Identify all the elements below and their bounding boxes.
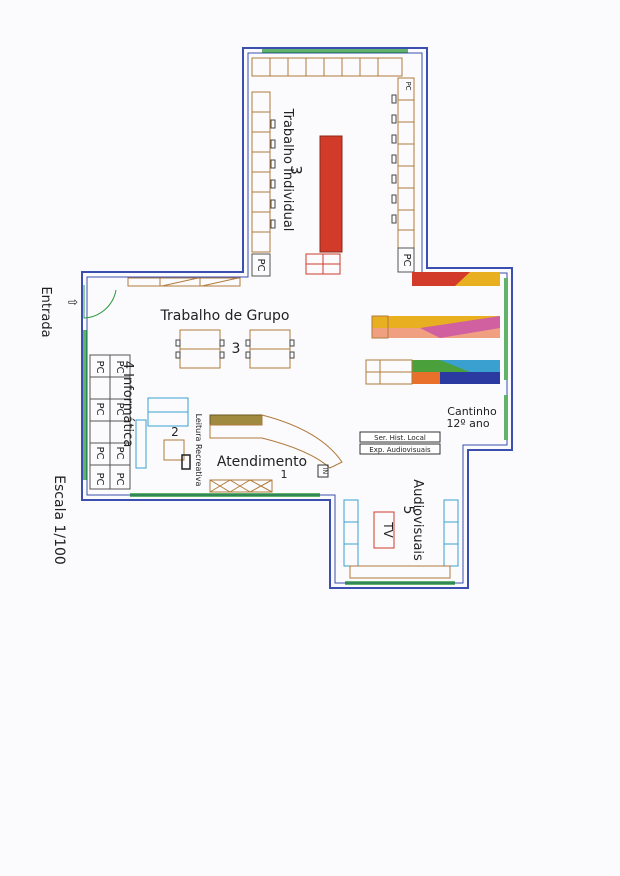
windows xyxy=(83,49,508,585)
leitura-sofas xyxy=(135,397,189,469)
group-table-left xyxy=(175,329,225,369)
zone-label-group: Trabalho de Grupo xyxy=(160,308,290,324)
zone-label-informatica: 4 Informática xyxy=(120,361,135,448)
zone-number-group: 3 xyxy=(232,341,241,357)
pc-label: PC xyxy=(94,360,105,373)
atendimento-counter xyxy=(209,414,343,469)
pc-desk-right-top xyxy=(397,247,415,273)
av-seats-left xyxy=(343,499,359,567)
zone-label-leitura: Leitura Recreativa xyxy=(194,414,203,487)
zone-number-leitura: 2 xyxy=(171,425,179,439)
zone-label-atendimento: Atendimento xyxy=(217,454,307,470)
pc-label: PC xyxy=(404,81,412,90)
pc-label: PC xyxy=(114,446,125,459)
red-table-stool xyxy=(305,253,341,275)
scale-label: Escala 1/100 xyxy=(51,475,67,565)
in-label: IN xyxy=(321,468,328,474)
exp-audio-label: Exp. Audiovisuais xyxy=(369,446,431,454)
colored-shelf-middle xyxy=(371,315,500,339)
pc-label: PC xyxy=(94,472,105,485)
pc-label: PC xyxy=(401,253,412,266)
ser-hist-label: Ser. Hist. Local xyxy=(374,434,426,442)
outer-wall xyxy=(81,47,513,589)
pc-label: PC xyxy=(114,472,125,485)
colored-shelf-top xyxy=(412,272,500,286)
pc-desk-left-top xyxy=(251,253,271,277)
zone-number-individual: 3 xyxy=(287,165,305,175)
tv-label: TV xyxy=(381,521,395,538)
zone-label-individual: Trabalho Individual xyxy=(280,108,295,232)
zone-number-audiovisuais: 5 xyxy=(400,506,416,515)
crossed-boxes xyxy=(209,479,273,493)
right-desk-chairs xyxy=(391,94,397,224)
pc-desks-left xyxy=(89,354,131,490)
pc-label: PC xyxy=(255,258,266,271)
counter-top xyxy=(209,414,263,426)
pc-label: PC xyxy=(114,402,125,415)
entrance-arrow-icon: ⇨ xyxy=(68,295,78,309)
tv-box xyxy=(373,511,395,549)
left-desk-column xyxy=(251,91,271,253)
wing-shelves xyxy=(127,277,241,287)
red-reading-table xyxy=(319,135,343,253)
pc-label: PC xyxy=(94,446,105,459)
group-table-right xyxy=(245,329,295,369)
zone-label-audiovisuais: Audiovisuais xyxy=(410,479,425,561)
in-box xyxy=(317,464,329,478)
zone-label-cantinho: Cantinho xyxy=(447,405,497,418)
entrance-label: Entrada xyxy=(38,286,53,337)
exp-audio-box xyxy=(359,443,441,455)
right-desk-column xyxy=(397,77,415,249)
colored-shelf-bottom xyxy=(365,359,500,385)
zone-label-cantinho-year: 12º ano xyxy=(446,417,489,430)
pc-label: PC xyxy=(114,360,125,373)
left-desk-chairs xyxy=(270,119,276,229)
entrance-door xyxy=(83,285,117,319)
ser-hist-box xyxy=(359,431,441,443)
pc-label: PC xyxy=(94,402,105,415)
av-bottom-bench xyxy=(349,565,451,579)
leitura-chair xyxy=(181,454,191,470)
av-seats-right xyxy=(443,499,459,567)
top-shelves xyxy=(251,57,403,77)
zone-number-atendimento: 1 xyxy=(281,468,288,481)
